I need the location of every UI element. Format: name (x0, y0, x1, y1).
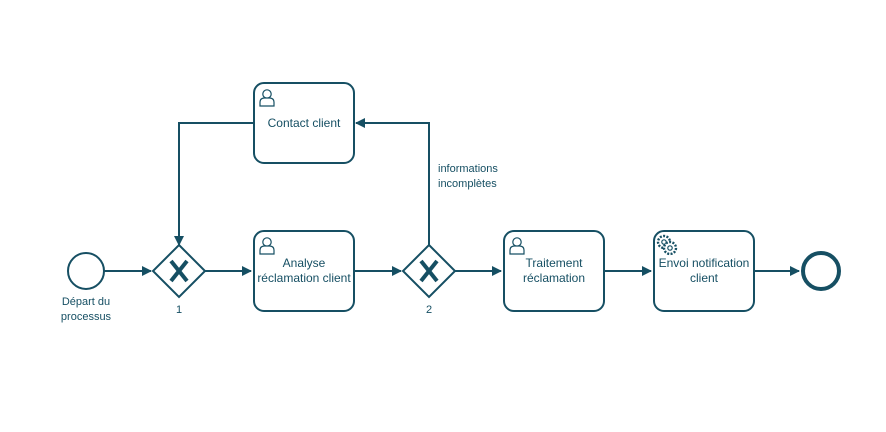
start-event-label-line2: processus (61, 311, 112, 323)
exclusive-gateway-x-icon (169, 259, 189, 283)
flow-label-line1: informations (438, 163, 498, 175)
task-notification-label-line2: client (690, 271, 719, 285)
task-envoi-notification[interactable]: Envoi notification client (653, 230, 755, 312)
task-contact-client[interactable]: Contact client (253, 82, 355, 164)
gateway-2-label: 2 (426, 304, 432, 316)
start-event-circle[interactable] (67, 252, 105, 290)
flow-label-informations-incompletes: informations incomplètes (438, 163, 498, 190)
end-event[interactable] (801, 251, 841, 291)
task-notification-label-line1: Envoi notification (659, 256, 750, 270)
sequence-flows (104, 118, 800, 276)
task-analyse-label-line2: réclamation client (257, 271, 351, 285)
task-contact-client-label: Contact client (268, 116, 341, 130)
task-analyse-reclamation[interactable]: Analyse réclamation client (253, 230, 355, 312)
gateway-2[interactable]: 2 (401, 243, 457, 316)
flow-contact-to-gateway1[interactable] (174, 122, 254, 246)
task-traitement-label-line2: réclamation (523, 271, 585, 285)
task-contact-client-box[interactable] (253, 82, 355, 164)
task-traitement-label-line1: Traitement (526, 256, 584, 270)
task-traitement-reclamation[interactable]: Traitement réclamation (503, 230, 605, 312)
gateway-1[interactable]: 1 (151, 243, 207, 316)
user-task-icon (259, 237, 275, 255)
end-event-circle[interactable] (801, 251, 841, 291)
task-analyse-label-line1: Analyse (283, 256, 326, 270)
user-task-icon (509, 237, 525, 255)
start-event-label-line1: Départ du (62, 296, 110, 308)
service-task-gear-icon (656, 234, 678, 256)
task-traitement-reclamation-box[interactable] (503, 230, 605, 312)
gateway-1-label: 1 (176, 304, 182, 316)
task-envoi-notification-box[interactable] (653, 230, 755, 312)
start-event[interactable]: Départ du processus (61, 252, 112, 323)
user-task-icon (259, 89, 275, 107)
flow-label-line2: incomplètes (438, 178, 497, 190)
task-analyse-reclamation-box[interactable] (253, 230, 355, 312)
flow-gateway2-to-contact[interactable] (355, 118, 430, 245)
exclusive-gateway-x-icon (419, 259, 439, 283)
